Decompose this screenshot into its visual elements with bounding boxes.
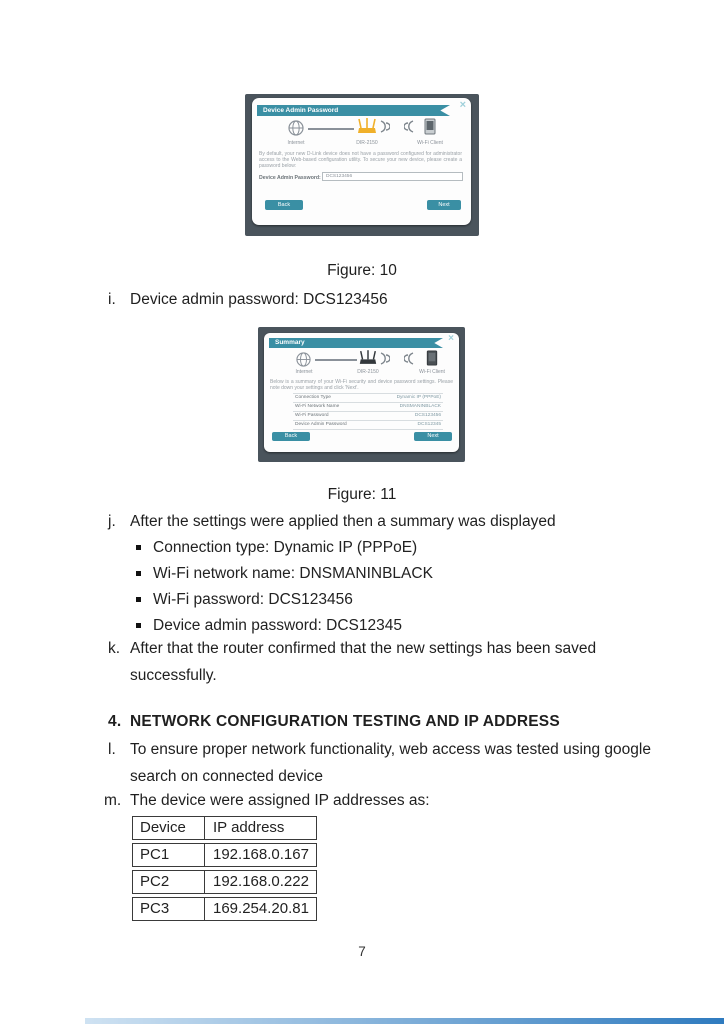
summary-row: Device Admin Password DCS12345 [293,421,443,430]
back-button: Back [265,200,303,210]
summary-value: DCS123456 [414,413,441,418]
summary-label: Wi-Fi Network Name [295,404,340,409]
bullet-text: Device admin password: DCS12345 [153,617,402,634]
bullet-item: Connection type: Dynamic IP (PPPoE) [0,539,724,559]
bullet-icon [136,545,141,550]
ip-cell: 192.168.0.167 [213,846,309,863]
figure-10-image: Device Admin Password × [245,94,479,236]
summary-label: Connection Type [295,395,331,400]
device-cell: PC3 [133,898,205,920]
ip-table-header-row: Device IP address [132,816,317,840]
list-item-m: m. The device were assigned IP addresses… [0,792,724,812]
bottom-accent-bar [85,1018,724,1024]
list-text: After that the router confirmed that the… [130,640,597,657]
next-button: Next [414,432,452,441]
list-marker: l. [108,741,116,758]
list-marker: m. [104,792,122,809]
ip-table-row: PC2 192.168.0.222 [132,870,317,894]
summary-row: Wi-Fi Password DCS123456 [293,412,443,421]
list-item-l: l. To ensure proper network functionalit… [0,741,724,761]
node-label-client: Wi-Fi Client [417,140,443,146]
dialog-title: Summary [269,338,443,348]
section-heading: 4. NETWORK CONFIGURATION TESTING AND IP … [0,713,724,733]
node-label-router: DIR-2150 [356,140,378,146]
node-label-internet: Internet [295,369,313,375]
summary-dialog: Summary × [264,333,459,452]
wifi-waves-right-icon [380,120,390,133]
wifi-waves-left-icon [404,120,414,133]
ip-table-row: PC3 169.254.20.81 [132,897,317,921]
bullet-item: Wi-Fi network name: DNSMANINBLACK [0,565,724,585]
password-field-label: Device Admin Password: [259,175,321,181]
ip-table-header-ip: IP address [213,819,285,836]
bullet-text: Connection type: Dynamic IP (PPPoE) [153,539,418,556]
close-icon: × [448,333,454,344]
summary-row: Connection Type Dynamic IP (PPPoE) [293,394,443,403]
wifi-client-icon [426,350,438,366]
password-input: DCS123456 [322,172,463,181]
close-icon: × [459,99,466,111]
list-text: Device admin password: DCS123456 [130,291,388,308]
node-label-internet: Internet [287,140,305,146]
internet-globe-icon [296,352,311,367]
bullet-text: Wi-Fi password: DCS123456 [153,591,353,608]
bullet-icon [136,623,141,628]
figure-11-image: Summary × [258,327,465,462]
figure-11-caption: Figure: 11 [327,486,397,503]
list-text: To ensure proper network functionality, … [130,741,651,758]
node-label-router: DIR-2150 [357,369,379,375]
bullet-item: Wi-Fi password: DCS123456 [0,591,724,611]
summary-table: Connection Type Dynamic IP (PPPoE) Wi-Fi… [293,393,443,430]
ip-table-header-device: Device [133,817,205,839]
list-marker: j. [108,513,116,530]
summary-value: DNSMANINBLACK [399,404,441,409]
device-admin-password-dialog: Device Admin Password × [252,98,471,225]
list-text: After the settings were applied then a s… [130,513,556,530]
link-line [315,359,357,361]
heading-number: 4. [108,713,122,730]
router-icon [358,118,376,133]
list-item-i: i. Device admin password: DCS123456 [0,291,724,311]
link-line [308,128,354,130]
list-item-l-cont: search on connected device [0,768,724,788]
bullet-item: Device admin password: DCS12345 [0,617,724,637]
summary-label: Wi-Fi Password [295,413,329,418]
node-label-client: Wi-Fi Client [419,369,445,375]
summary-value: DCS12345 [417,422,441,427]
router-icon [359,350,377,364]
list-text: The device were assigned IP addresses as… [130,792,430,809]
summary-label: Device Admin Password [295,422,347,427]
internet-globe-icon [288,120,304,136]
wifi-waves-right-icon [380,352,390,365]
ip-table-row: PC1 192.168.0.167 [132,843,317,867]
back-button: Back [272,432,310,441]
next-button: Next [427,200,461,210]
list-marker: k. [108,640,121,657]
summary-row: Wi-Fi Network Name DNSMANINBLACK [293,403,443,412]
device-cell: PC2 [133,871,205,893]
dialog-description: By default, your new D-Link device does … [259,151,462,169]
ip-cell: 192.168.0.222 [213,873,309,890]
dialog-description: Below is a summary of your Wi-Fi securit… [270,379,453,391]
ip-cell: 169.254.20.81 [213,900,309,917]
summary-value: Dynamic IP (PPPoE) [396,395,441,400]
heading-text: NETWORK CONFIGURATION TESTING AND IP ADD… [130,713,560,730]
bullet-text: Wi-Fi network name: DNSMANINBLACK [153,565,433,582]
list-text: search on connected device [130,768,324,785]
figure-10-caption: Figure: 10 [327,262,397,279]
list-item-j: j. After the settings were applied then … [0,513,724,533]
list-item-k-cont: successfully. [0,667,724,687]
wifi-waves-left-icon [404,352,414,365]
page-number: 7 [358,944,366,959]
bullet-icon [136,571,141,576]
dialog-title: Device Admin Password [257,105,450,116]
list-marker: i. [108,291,116,308]
bullet-icon [136,597,141,602]
wifi-client-icon [424,118,436,135]
list-text: successfully. [130,667,217,684]
device-cell: PC1 [133,844,205,866]
list-item-k: k. After that the router confirmed that … [0,640,724,660]
